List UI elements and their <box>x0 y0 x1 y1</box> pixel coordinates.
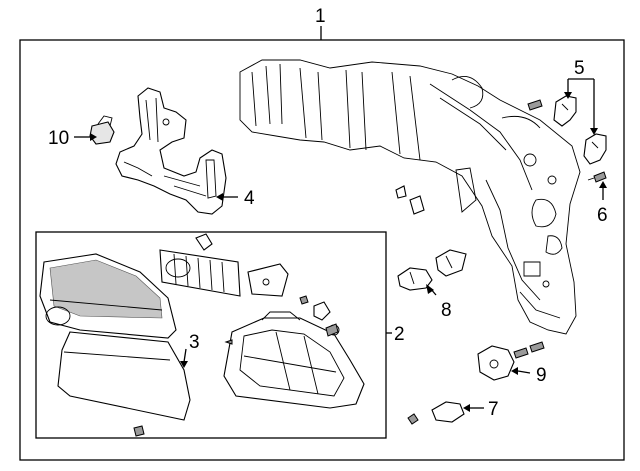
radiator-support <box>239 59 581 335</box>
leader-9 <box>517 370 531 374</box>
callout-3: 3 <box>189 332 200 353</box>
callout-4: 4 <box>244 188 255 209</box>
arrow-8 <box>426 284 434 294</box>
part-8-brackets <box>397 249 467 291</box>
headlamp-trim-parts <box>133 233 339 437</box>
callout-5: 5 <box>574 58 585 79</box>
leader-5 <box>564 78 598 135</box>
callout-6: 6 <box>597 205 608 226</box>
callout-8: 8 <box>441 300 452 321</box>
part-5-brackets <box>527 95 607 165</box>
part-7-clip <box>407 401 465 425</box>
arrow-10 <box>90 133 97 141</box>
arrow-9 <box>511 367 518 375</box>
arrow-7 <box>463 404 470 412</box>
arrow-3 <box>180 361 188 368</box>
part-4-bracket <box>115 87 227 215</box>
outer-frame <box>19 26 625 461</box>
part-6-bolt <box>587 171 607 183</box>
headlamp-housing <box>223 311 365 409</box>
callout-2: 2 <box>394 324 405 345</box>
small-clips <box>395 185 425 215</box>
arrow-6 <box>599 181 607 188</box>
leader-3 <box>183 348 187 363</box>
part-10-clip <box>89 115 115 145</box>
part-3-lens <box>57 331 191 421</box>
callout-10: 10 <box>48 128 69 149</box>
callout-9: 9 <box>536 365 547 386</box>
part-9-bracket <box>477 341 545 381</box>
headlamp-assembly-frame <box>35 231 392 439</box>
headlamp-reflector <box>39 253 177 339</box>
arrow-4 <box>216 193 223 201</box>
callout-7: 7 <box>488 399 499 420</box>
callout-1: 1 <box>315 6 326 27</box>
